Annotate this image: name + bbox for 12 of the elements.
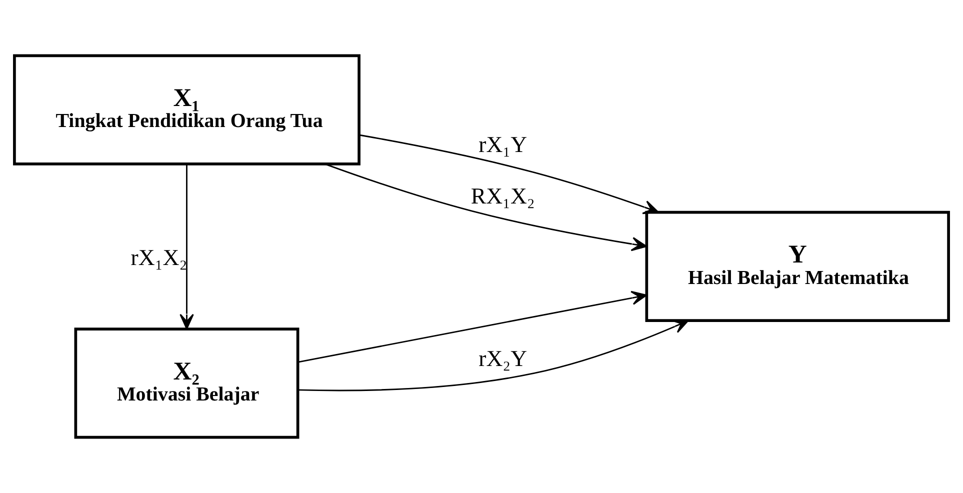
arrow	[180, 164, 194, 330]
node-box: X₁ Tingkat Pendidikan Orang Tua	[13, 54, 360, 166]
arrow	[298, 320, 689, 392]
edge-label: rX₂Y	[478, 346, 528, 371]
edge-label: RX₁X₂	[470, 184, 535, 208]
node-box: Y Hasil Belajar Matematika	[645, 210, 950, 322]
arrow	[324, 163, 648, 252]
arrow	[359, 134, 659, 214]
arrow	[298, 290, 648, 363]
edge-label: rX₁X₂	[130, 244, 188, 270]
edge-label: rX₁Y	[478, 132, 528, 158]
node-box: X₂ Motivasi Belajar	[74, 328, 300, 439]
